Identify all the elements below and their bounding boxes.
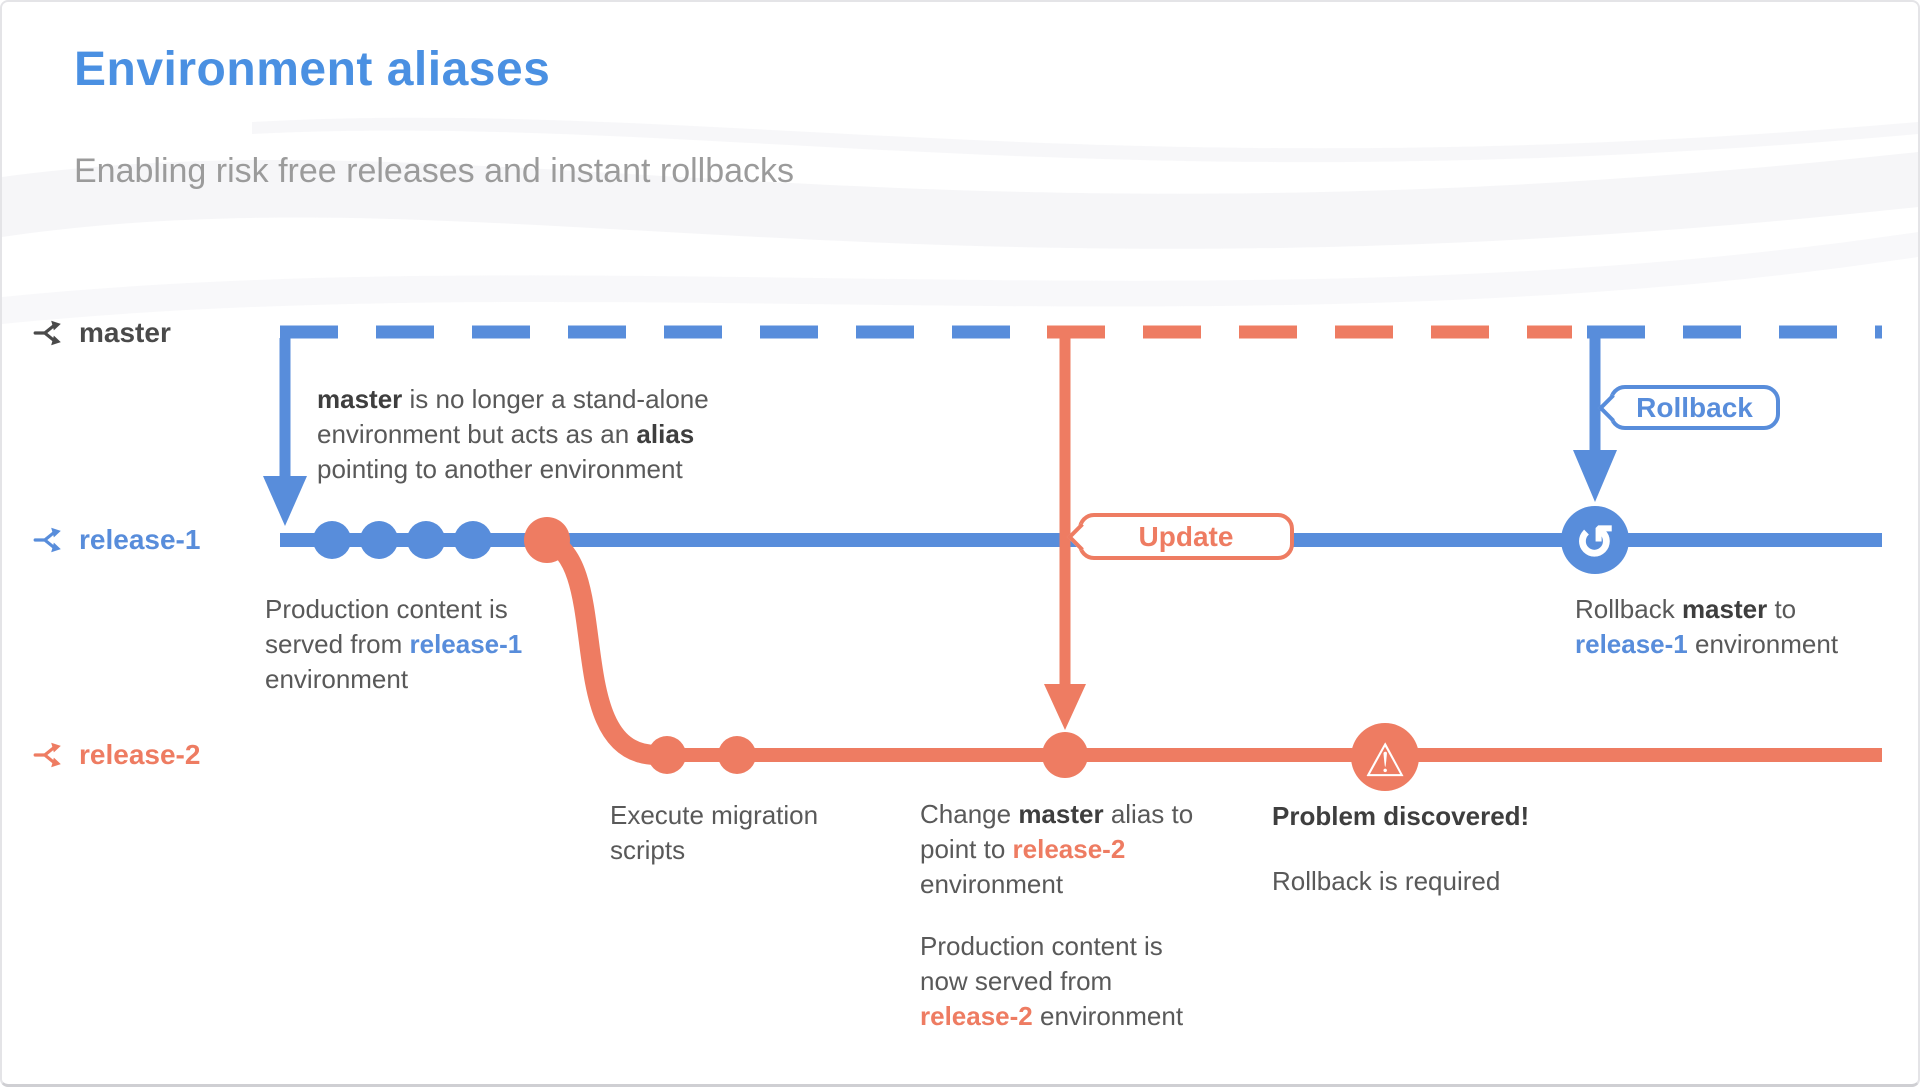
lane-label-release-1: release-1 (32, 524, 200, 556)
page-title: Environment aliases (74, 43, 551, 96)
lane-label-release-2: release-2 (32, 739, 200, 771)
annotation-change-master: Change master alias to point to release-… (920, 799, 1194, 899)
rollback-arrow (1573, 338, 1617, 502)
lane-label-text: release-2 (79, 739, 201, 770)
commit-dot (407, 521, 445, 559)
rollback-badge: Rollback (1609, 385, 1780, 430)
svg-text:↺: ↺ (1576, 515, 1615, 569)
annotation-production-release2: Production content is now served from re… (920, 931, 1184, 1031)
branch-split-icon (33, 527, 61, 553)
annotation-rollback-master: Rollback master to release-1 environment (1575, 594, 1839, 659)
annotation-production-release1: Production content is served from releas… (265, 594, 523, 694)
svg-text:⚠: ⚠ (1364, 733, 1405, 787)
lane-label-master: master (32, 317, 171, 349)
branch-point-dot (524, 517, 570, 563)
commit-dot (313, 521, 351, 559)
commit-dot (648, 736, 686, 774)
lane-label-text: release-1 (79, 524, 201, 555)
branch-curve (537, 530, 667, 765)
update-badge-label: Update (1138, 520, 1234, 552)
alias-arrow (263, 338, 307, 526)
warning-icon: ⚠ (1351, 723, 1419, 791)
commit-dot (454, 521, 492, 559)
rollback-badge-label: Rollback (1636, 391, 1753, 423)
annotation-execute-migration: Execute migration scripts (610, 800, 819, 865)
update-badge: Update (1078, 513, 1294, 560)
commit-dot (360, 521, 398, 559)
annotation-problem-sub: Rollback is required (1272, 866, 1501, 896)
branch-split-icon (33, 320, 61, 346)
lane-label-text: master (79, 317, 171, 348)
commit-dot (718, 736, 756, 774)
branch-split-icon (33, 742, 61, 768)
page-subtitle: Enabling risk free releases and instant … (74, 152, 795, 190)
update-arrow (1044, 338, 1086, 730)
annotation-master-alias: master is no longer a stand-alone enviro… (317, 384, 709, 484)
rollback-icon: ↺ (1561, 506, 1629, 574)
update-commit-dot (1042, 732, 1088, 778)
annotation-problem-title: Problem discovered! (1272, 801, 1530, 831)
